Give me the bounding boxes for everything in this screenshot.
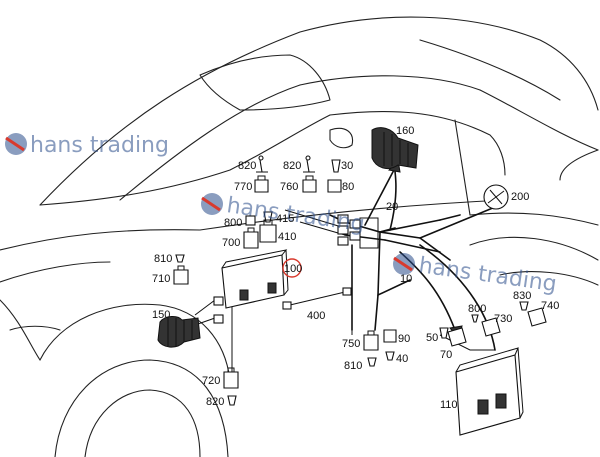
label-700: 700 — [222, 237, 240, 249]
part-820-top-left[interactable] — [256, 155, 268, 173]
label-810-a: 810 — [154, 253, 172, 265]
svg-text:hans trading: hans trading — [30, 133, 169, 158]
label-150: 150 — [152, 309, 170, 321]
highlight-ring-100 — [282, 258, 302, 278]
part-760[interactable] — [302, 175, 317, 193]
label-820-a: 820 — [238, 160, 256, 172]
part-740[interactable] — [527, 307, 547, 327]
label-800-a: 800 — [224, 217, 242, 229]
part-labels: 160 200 20 820 770 820 760 30 80 800 415… — [152, 125, 559, 411]
label-410: 410 — [278, 231, 296, 243]
label-800-b: 800 — [468, 303, 486, 315]
part-700[interactable] — [243, 227, 259, 249]
part-810-left[interactable] — [175, 254, 185, 263]
label-100: 100 — [284, 263, 302, 275]
part-70[interactable] — [447, 327, 467, 347]
label-110: 110 — [440, 399, 458, 411]
part-810-bottom[interactable] — [367, 357, 377, 367]
label-30: 30 — [341, 160, 353, 172]
part-200-round-plug[interactable] — [483, 184, 509, 210]
svg-text:hans trading: hans trading — [417, 253, 558, 297]
part-150-grommet[interactable] — [157, 316, 201, 348]
part-160-grommet[interactable] — [371, 127, 419, 169]
label-730: 730 — [494, 313, 512, 325]
label-200: 200 — [511, 191, 529, 203]
part-820-top-mid[interactable] — [303, 155, 315, 173]
label-415: 415 — [276, 213, 294, 225]
part-410[interactable] — [259, 219, 277, 243]
label-10: 10 — [400, 273, 412, 285]
part-100-module[interactable] — [221, 249, 289, 309]
part-770[interactable] — [254, 175, 269, 193]
part-40[interactable] — [385, 351, 395, 361]
label-770: 770 — [234, 181, 252, 193]
arrow-to-160 — [364, 158, 401, 226]
part-50[interactable] — [439, 327, 449, 339]
part-730[interactable] — [481, 317, 501, 337]
label-740: 740 — [541, 300, 559, 312]
label-400: 400 — [307, 310, 325, 322]
watermark-left: hans trading — [5, 133, 169, 158]
label-70: 70 — [440, 349, 452, 361]
part-30[interactable] — [331, 159, 341, 173]
part-720[interactable] — [223, 367, 239, 389]
label-760: 760 — [280, 181, 298, 193]
label-160: 160 — [396, 125, 414, 137]
part-400-cable[interactable] — [282, 287, 352, 310]
label-80: 80 — [342, 181, 354, 193]
label-50: 50 — [426, 332, 438, 344]
label-90: 90 — [398, 333, 410, 345]
part-800-right[interactable] — [471, 314, 479, 323]
label-830: 830 — [513, 290, 531, 302]
part-710[interactable] — [173, 265, 189, 285]
label-20: 20 — [386, 201, 398, 213]
connector-block — [337, 214, 379, 249]
part-750[interactable] — [363, 330, 379, 351]
part-800-left[interactable] — [245, 215, 256, 226]
label-40: 40 — [396, 353, 408, 365]
label-810-b: 810 — [344, 360, 362, 372]
part-90[interactable] — [383, 329, 397, 343]
label-720: 720 — [202, 375, 220, 387]
label-750: 750 — [342, 338, 360, 350]
label-820-b: 820 — [283, 160, 301, 172]
part-110-module[interactable] — [455, 347, 524, 436]
label-710: 710 — [152, 273, 170, 285]
part-80[interactable] — [327, 179, 342, 193]
part-820-bottom[interactable] — [227, 395, 237, 406]
watermark-right: hans trading — [393, 253, 558, 297]
part-830[interactable] — [519, 301, 529, 311]
part-100-small-plugs — [213, 296, 224, 324]
label-820-c: 820 — [206, 396, 224, 408]
car-outline — [0, 16, 599, 457]
